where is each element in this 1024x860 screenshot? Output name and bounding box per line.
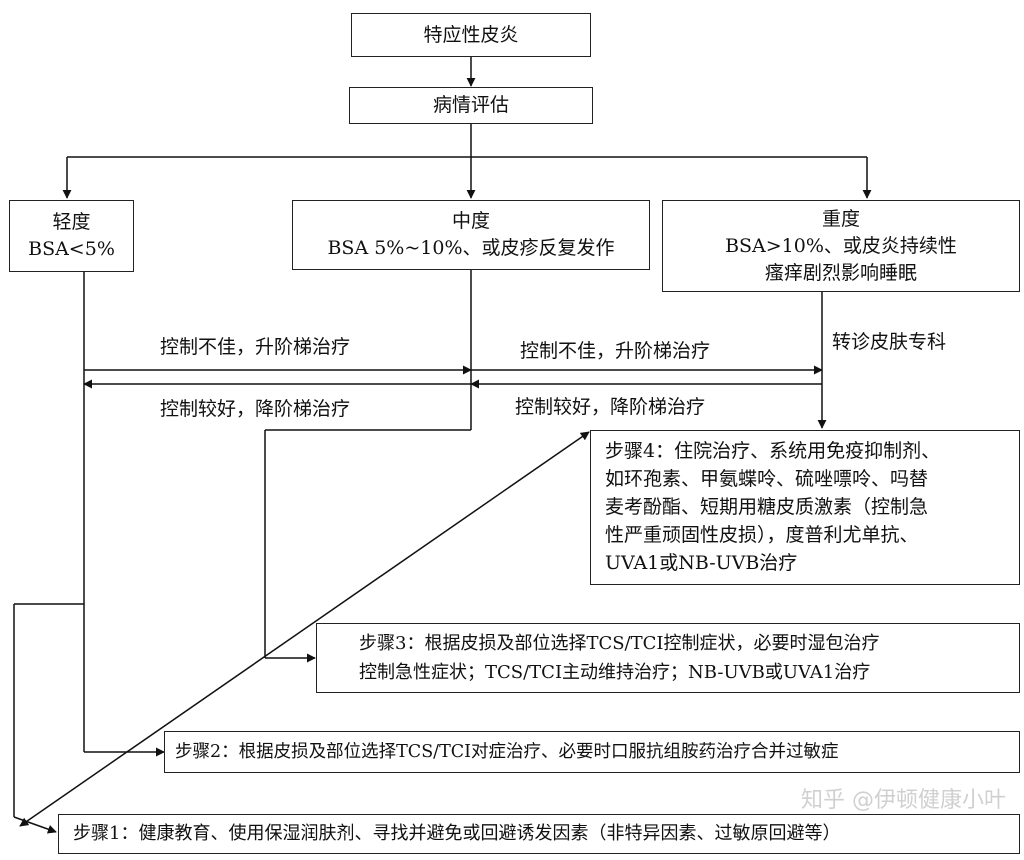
moderate-node: 中度 BSA 5%~10%、或皮疹反复发作 (292, 200, 650, 270)
step-up-label-left: 控制不佳，升阶梯治疗 (160, 336, 351, 358)
arrow-step1-step4-diagonal (19, 431, 590, 827)
referral-label: 转诊皮肤专科 (832, 331, 947, 353)
severe-criteria-line1: BSA>10%、或皮炎持续性 (725, 234, 957, 257)
step4-line-5: UVA1或NB-UVB治疗 (605, 552, 798, 574)
step1-text: 步骤1：健康教育、使用保湿润肤剂、寻找并避免或回避诱发因素（非特异因素、过敏原回… (73, 823, 841, 844)
step4-line-3: 麦考酚酯、短期用糖皮质激素（控制急 (605, 496, 929, 518)
assess-node: 病情评估 (349, 87, 593, 124)
step4-line-1: 步骤4：住院治疗、系统用免疫抑制剂、 (605, 440, 941, 462)
watermark: 知乎 @伊顿健康小叶 (801, 788, 1006, 813)
step1-box: 步骤1：健康教育、使用保湿润肤剂、寻找并避免或回避诱发因素（非特异因素、过敏原回… (58, 814, 1020, 854)
step2-text: 步骤2：根据皮损及部位选择TCS/TCI对症治疗、必要时口服抗组胺药治疗合并过敏… (175, 742, 839, 762)
assess-node-label: 病情评估 (432, 94, 509, 116)
mild-criteria: BSA<5% (28, 238, 115, 260)
moderate-title: 中度 (451, 210, 490, 232)
arrow-left-to-step1 (13, 816, 57, 834)
mild-node: 轻度 BSA<5% (9, 200, 134, 272)
severe-title: 重度 (821, 207, 860, 230)
root-node-label: 特应性皮炎 (423, 23, 519, 46)
step-up-label-right: 控制不佳，升阶梯治疗 (520, 340, 711, 362)
step3-box: 步骤3：根据皮损及部位选择TCS/TCI控制症状，必要时湿包治疗 控制急性症状；… (316, 623, 1020, 693)
severe-node: 重度 BSA>10%、或皮炎持续性 瘙痒剧烈影响睡眠 (662, 200, 1020, 292)
step4-line-2: 如环孢素、甲氨蝶呤、硫唑嘌呤、吗替 (605, 468, 929, 490)
step3-line-1: 步骤3：根据皮损及部位选择TCS/TCI控制症状，必要时湿包治疗 (359, 633, 880, 654)
step-down-label-right: 控制较好，降阶梯治疗 (515, 396, 706, 418)
mild-title: 轻度 (52, 211, 91, 233)
step3-line-2: 控制急性症状；TCS/TCI主动维持治疗；NB-UVB或UVA1治疗 (359, 662, 871, 683)
step2-box: 步骤2：根据皮损及部位选择TCS/TCI对症治疗、必要时口服抗组胺药治疗合并过敏… (164, 731, 1020, 773)
moderate-criteria: BSA 5%~10%、或皮疹反复发作 (327, 237, 615, 259)
step4-box: 步骤4：住院治疗、系统用免疫抑制剂、 如环孢素、甲氨蝶呤、硫唑嘌呤、吗替 麦考酚… (590, 430, 1020, 585)
step-down-label-left: 控制较好，降阶梯治疗 (160, 398, 351, 420)
root-node: 特应性皮炎 (351, 13, 591, 57)
step4-line-4: 性严重顽固性皮损），度普利尤单抗、 (605, 524, 919, 546)
severe-criteria-line2: 瘙痒剧烈影响睡眠 (764, 261, 917, 284)
